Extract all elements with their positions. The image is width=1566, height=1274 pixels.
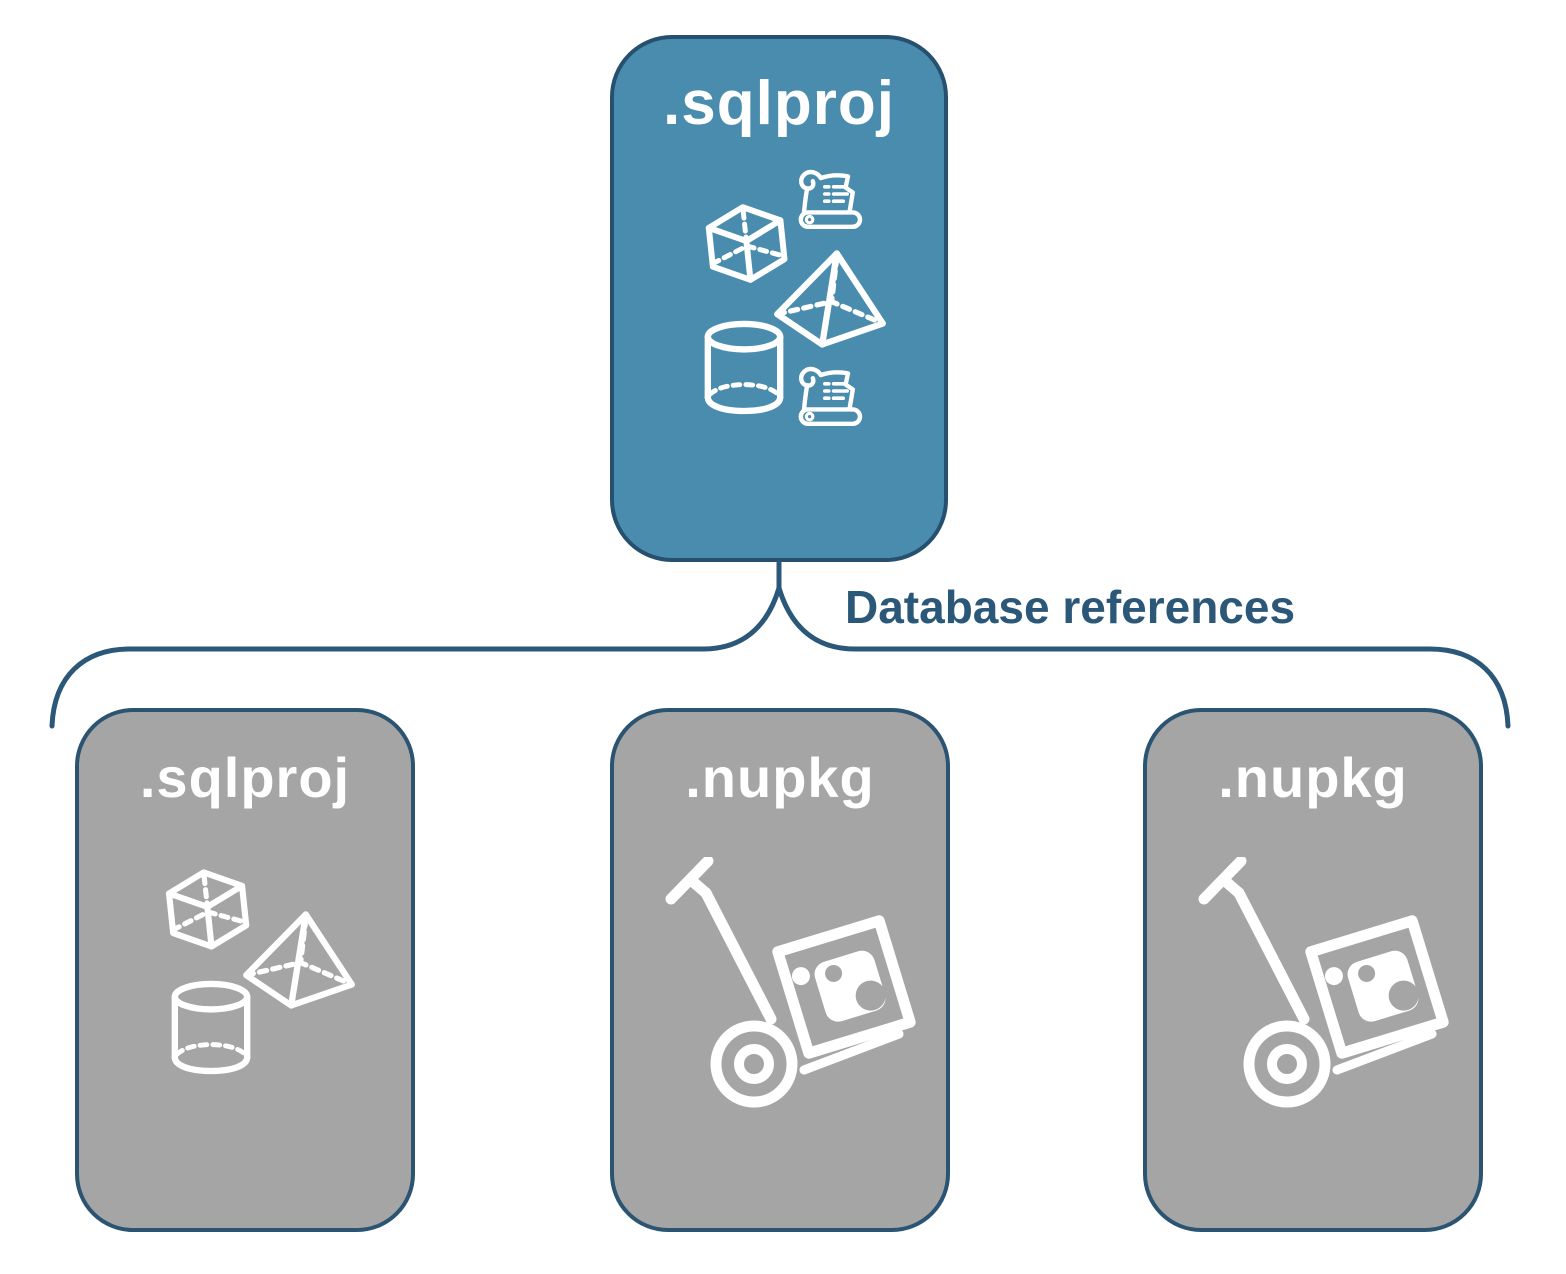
- root-card-sqlproj: .sqlproj: [610, 35, 948, 562]
- pyramid-icon: [772, 247, 887, 352]
- child-card-sqlproj: .sqlproj: [75, 708, 415, 1232]
- handtruck-package-icon: [1187, 857, 1457, 1127]
- root-card-title: .sqlproj: [663, 69, 895, 138]
- child-card-nupkg-2: .nupkg: [1143, 708, 1483, 1232]
- connector-label: Database references: [845, 581, 1296, 633]
- child-card-title: .sqlproj: [139, 746, 351, 809]
- child-card-title: .nupkg: [685, 746, 875, 809]
- pyramid-icon: [241, 908, 356, 1013]
- scroll-icon: [792, 362, 872, 440]
- child-card-title: .nupkg: [1218, 746, 1408, 809]
- cylinder-icon: [167, 977, 255, 1077]
- cylinder-icon: [700, 317, 788, 417]
- child-card-nupkg-1: .nupkg: [610, 708, 950, 1232]
- scroll-icon: [792, 165, 872, 243]
- handtruck-package-icon: [654, 857, 924, 1127]
